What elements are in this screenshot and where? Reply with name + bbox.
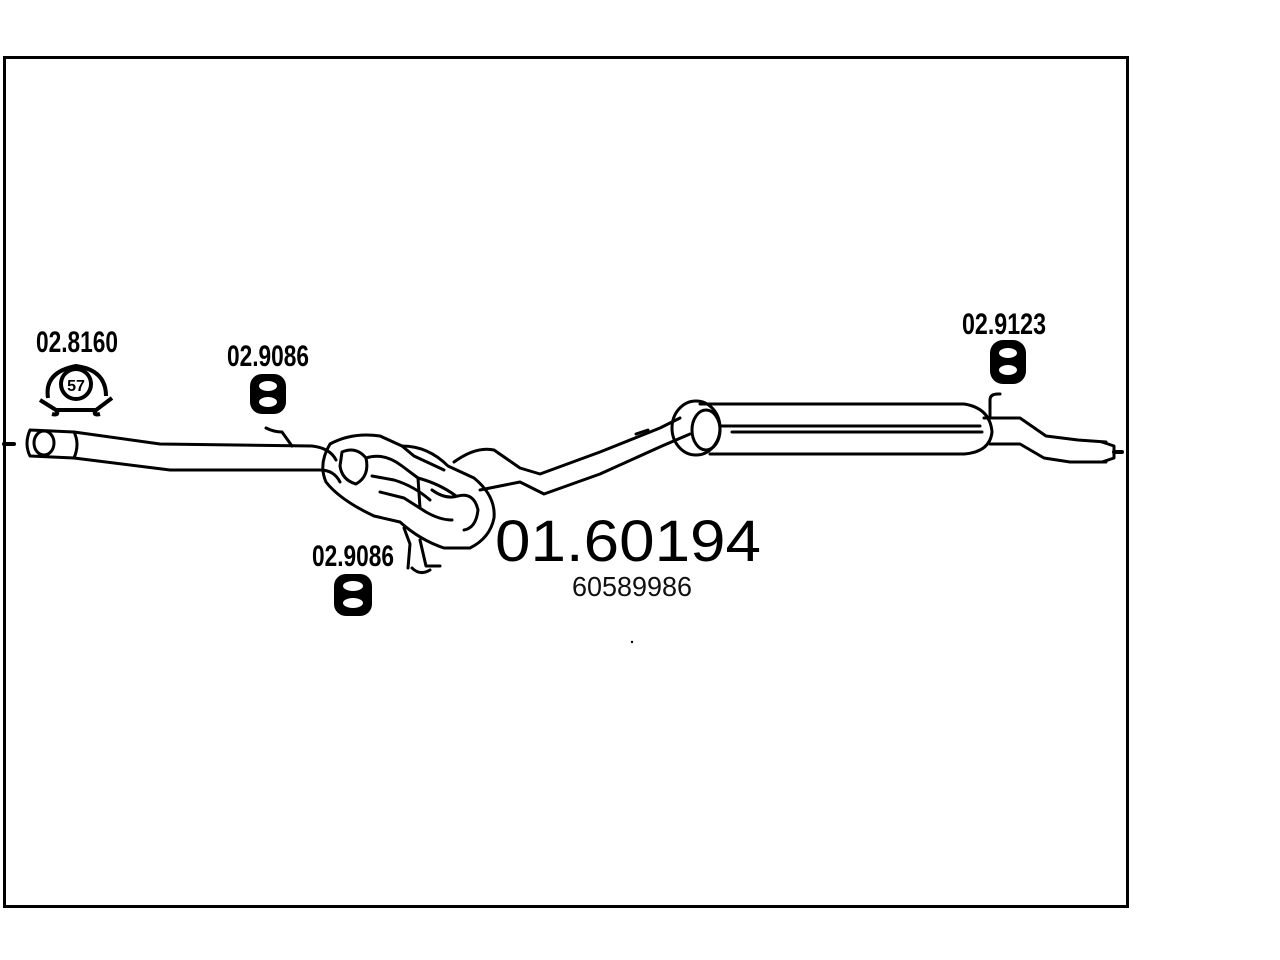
hanger-left-callout[interactable]: 02.9086 bbox=[227, 340, 309, 414]
clamp-badge: 57 bbox=[67, 378, 85, 395]
oem-number: 60589986 bbox=[572, 571, 692, 602]
hanger-right-callout[interactable]: 02.9123 bbox=[962, 308, 1046, 384]
front-pipe-hanger-rod bbox=[264, 426, 294, 448]
clamp-callout[interactable]: 02.8160 57 bbox=[36, 326, 118, 417]
exhaust-clamp-icon bbox=[38, 363, 114, 417]
hanger-lower-label: 02.9086 bbox=[312, 540, 394, 573]
mid-pipe bbox=[452, 416, 692, 496]
main-part-number: 01.60194 bbox=[495, 509, 761, 574]
hanger-right-label: 02.9123 bbox=[962, 308, 1046, 341]
hanger-left-label: 02.9086 bbox=[227, 340, 309, 373]
clamp-label: 02.8160 bbox=[36, 326, 118, 359]
rubber-hanger-icon bbox=[334, 574, 372, 616]
exhaust-system bbox=[2, 392, 1124, 575]
tail-hanger-rod bbox=[988, 392, 1002, 420]
inlet-flange bbox=[25, 428, 79, 460]
rubber-hanger-icon bbox=[250, 374, 286, 414]
diagram-frame bbox=[3, 56, 1129, 908]
front-silencer bbox=[321, 433, 496, 575]
front-pipe bbox=[72, 430, 342, 484]
dot-mark bbox=[630, 640, 634, 644]
hanger-lower-callout[interactable]: 02.9086 bbox=[312, 540, 394, 616]
rubber-hanger-icon bbox=[990, 340, 1026, 384]
tail-pipe bbox=[982, 416, 1124, 464]
rear-silencer bbox=[670, 399, 994, 457]
